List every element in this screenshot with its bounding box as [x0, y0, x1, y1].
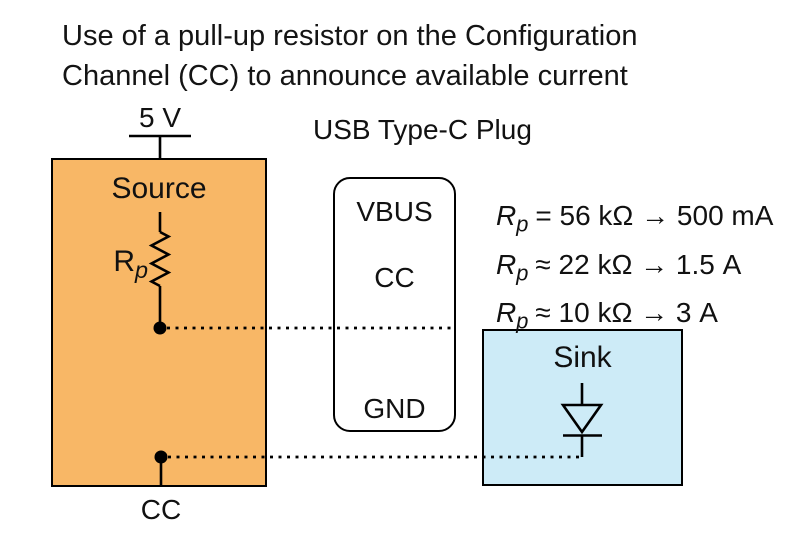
rp-annotation-text: = 56 kΩ → 500 mA	[535, 200, 774, 231]
rp-annotation-row: Rp= 56 kΩ → 500 mA	[496, 196, 796, 245]
rp-symbol: Rp	[496, 248, 529, 286]
diagram-title-line1: Use of a pull-up resistor on the Configu…	[62, 20, 638, 52]
pin-label-cc: CC	[374, 262, 415, 293]
cc-pin-label: CC	[140, 494, 182, 525]
rp-annotation-list: Rp= 56 kΩ → 500 mA Rp≈ 22 kΩ → 1.5 A Rp≈…	[496, 196, 796, 342]
plug-title: USB Type-C Plug	[313, 114, 532, 145]
rp-annotation-text: ≈ 10 kΩ → 3 A	[535, 297, 718, 329]
pin-label-vbus: VBUS	[356, 196, 433, 227]
usb-plug-outline: VBUS CC GND	[333, 177, 456, 432]
resistor-value-label: Rp	[96, 245, 148, 284]
rp-annotation-row: Rp≈ 22 kΩ → 1.5 A	[496, 245, 796, 294]
rp-symbol: Rp	[496, 200, 529, 237]
supply-rail-icon	[129, 134, 191, 159]
diagram-title-line2: Channel (CC) to announce available curre…	[62, 60, 628, 92]
rp-annotation-text: ≈ 22 kΩ → 1.5 A	[535, 248, 742, 280]
resistor-symbol-subscript: p	[134, 257, 148, 283]
rp-symbol: Rp	[496, 297, 529, 334]
rp-annotation-row: Rp≈ 10 kΩ → 3 A	[496, 293, 796, 342]
pin-label-gnd: GND	[363, 393, 426, 424]
supply-voltage-label: 5 V	[138, 102, 182, 133]
resistor-symbol-text: R	[113, 245, 135, 278]
sink-label: Sink	[553, 341, 612, 374]
source-box	[51, 158, 267, 487]
source-label: Source	[111, 172, 207, 205]
diagram-title: Use of a pull-up resistor on the Configu…	[62, 16, 762, 96]
